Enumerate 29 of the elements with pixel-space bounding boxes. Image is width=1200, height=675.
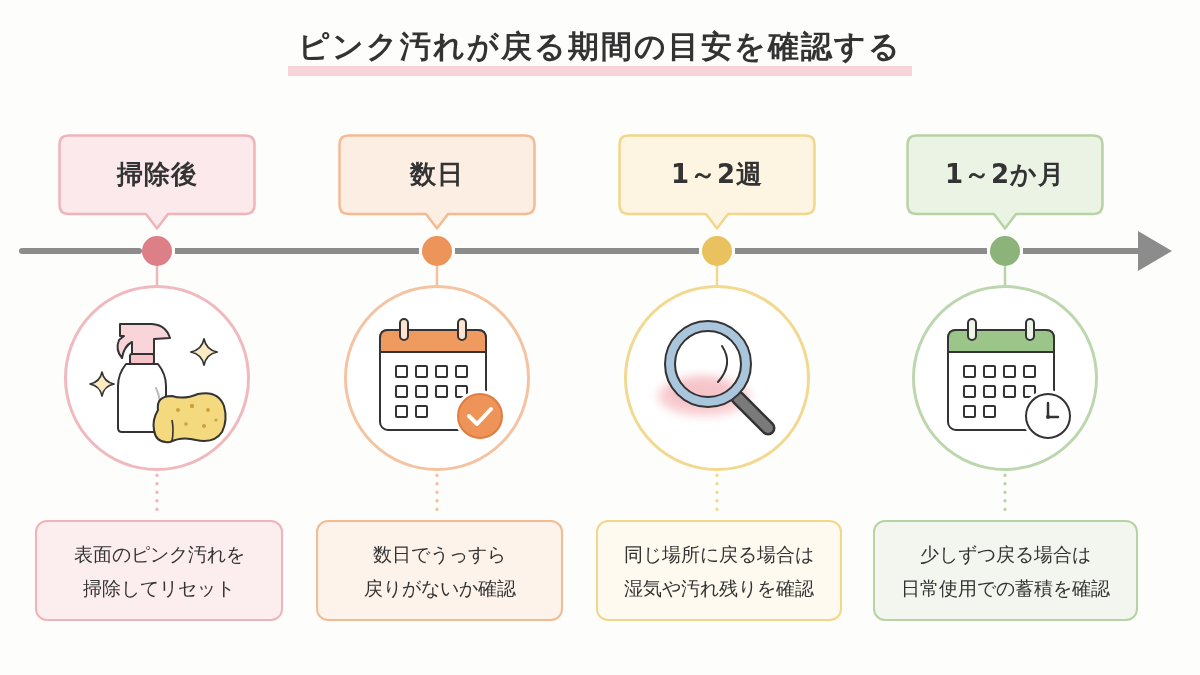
period-label: 1～2か月: [944, 158, 1066, 191]
connector-line: [155, 266, 159, 285]
speech-bubble: [58, 134, 256, 230]
connector-line: [1003, 266, 1007, 285]
timeline-line: [455, 248, 699, 254]
timeline-dot: [142, 236, 172, 266]
timeline-dot: [990, 236, 1020, 266]
description-text: 数日でうっすら戻りがないか確認: [362, 541, 517, 601]
period-label: 数日: [410, 158, 464, 191]
description-text: 同じ場所に戻る場合は湿気や汚れ残りを確認: [623, 541, 815, 601]
connector-line: [715, 266, 719, 285]
timeline-line: [735, 248, 987, 254]
description-text: 少しずつ戻る場合は日常使用での蓄積を確認: [900, 541, 1111, 601]
speech-bubble: [618, 134, 816, 230]
speech-bubble: [906, 134, 1104, 230]
connector-line: [435, 266, 439, 285]
description-card: [316, 520, 563, 621]
description-card: [596, 520, 842, 621]
period-label: 1～2週: [670, 158, 764, 191]
description-card: [35, 520, 283, 621]
period-label: 掃除後: [116, 158, 198, 191]
timeline-line: [19, 248, 142, 254]
timeline-arrow: [1023, 230, 1172, 272]
speech-bubble: [338, 134, 536, 230]
description-card: [873, 520, 1138, 621]
timeline-dot: [422, 236, 452, 266]
timeline-line: [175, 248, 419, 254]
timeline-dot: [702, 236, 732, 266]
description-text: 表面のピンク汚れを掃除してリセット: [72, 541, 246, 601]
